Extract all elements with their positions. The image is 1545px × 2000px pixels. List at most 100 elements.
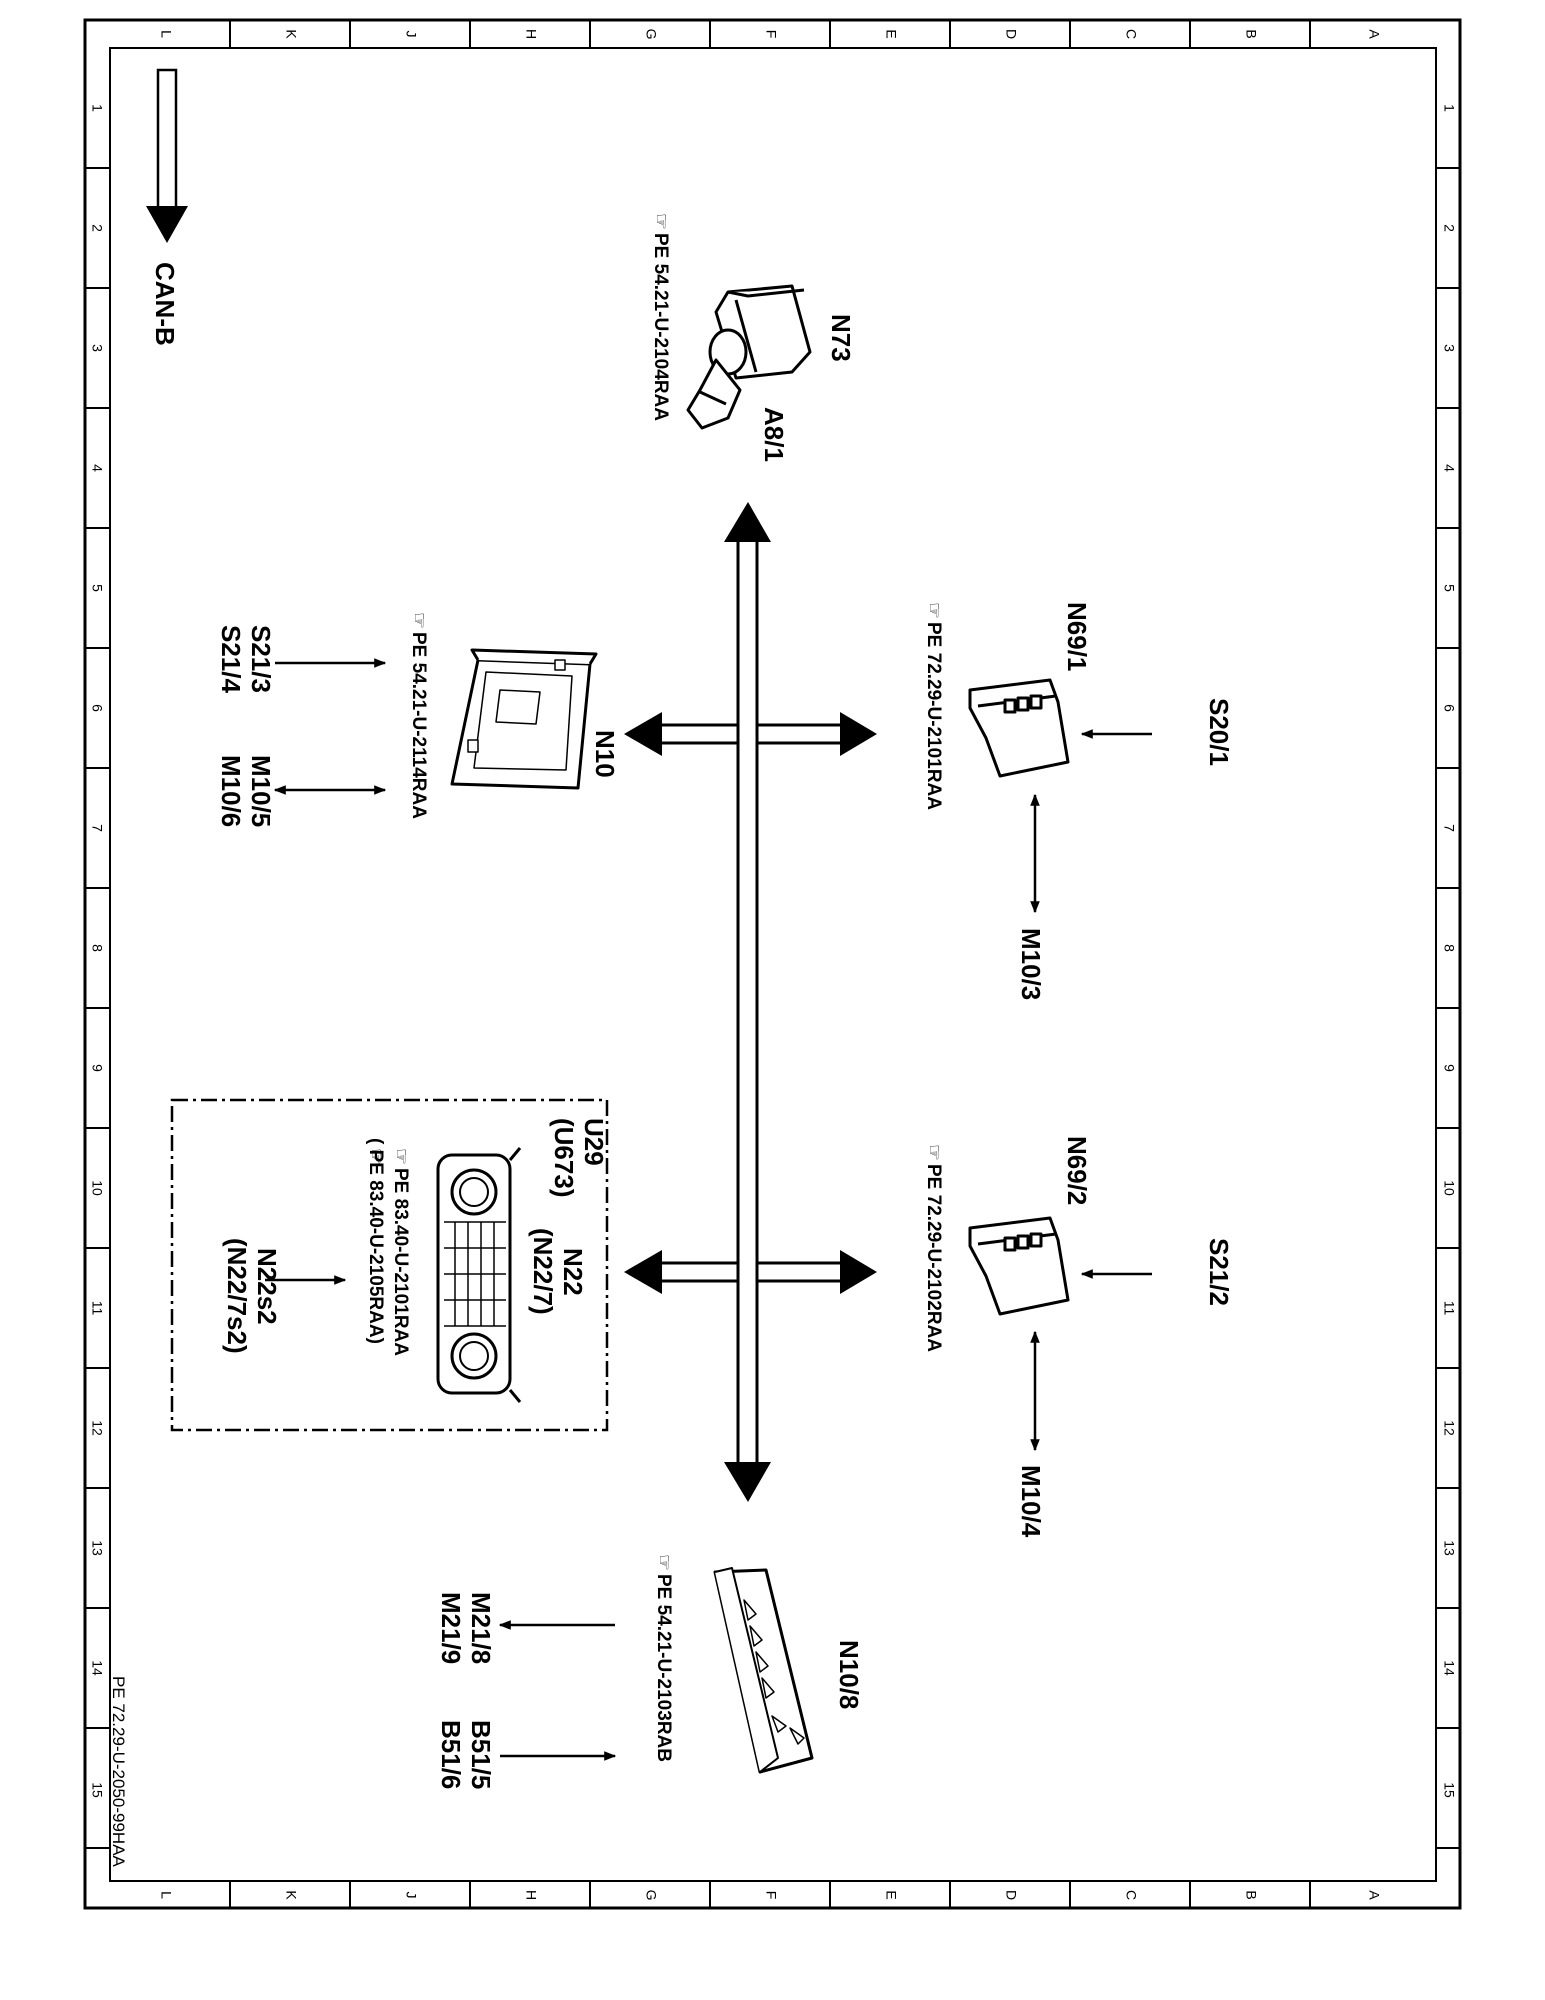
grid-number: 13 [89,1540,105,1556]
n22-7-label: (N22/7) [528,1228,558,1315]
grid-letter: C [1123,29,1139,39]
grid-number: 8 [1441,944,1457,952]
n10-8-module-icon [713,1567,814,1774]
grid-number: 9 [1441,1064,1457,1072]
n22-climate-control-panel-icon [436,1147,522,1403]
n69-2-door-module-icon [968,1216,1070,1316]
grid-letter: H [523,1890,539,1900]
n22-label: N22 [558,1248,588,1296]
grid-number: 9 [89,1064,105,1072]
n22-7s2-label: (N22/7s2) [222,1238,252,1354]
grid-letter: F [763,1891,779,1900]
pointing-hand-icon: ☞ [650,213,671,230]
grid-letter: E [883,29,899,38]
grid-letter: B [1243,1890,1259,1899]
grid-number: 12 [89,1420,105,1436]
grid-number: 14 [1441,1660,1457,1676]
m10-5-label: M10/5 [246,755,276,827]
grid-numbers-right: 1 2 3 4 5 6 7 8 9 10 11 12 13 14 15 [1441,104,1457,1798]
s21-2-label: S21/2 [1204,1238,1234,1306]
n10-reference: PE 54.21-U-2114RAA [408,632,429,819]
n73-ignition-switch-icon [686,284,812,430]
grid-number: 14 [89,1660,105,1676]
grid-letter: G [643,29,659,40]
m10-3-label: M10/3 [1016,928,1046,1000]
grid-number: 11 [1441,1301,1457,1316]
n22-reference: PE 83.40-U-2101RAA [390,1168,411,1356]
grid-letters-top: L K J H G F E D C B A [158,29,1382,40]
grid-letter: A [1366,29,1382,39]
grid-letter: D [1003,29,1019,39]
grid-letter: A [1366,1890,1382,1900]
inner-frame [109,47,1437,1882]
n22s2-label: N22s2 [252,1248,282,1325]
m21-9-label: M21/9 [436,1592,466,1664]
grid-number: 6 [89,704,105,712]
grid-number: 11 [89,1301,105,1316]
n69-2-reference: PE 72.29-U-2102RAA [923,1164,944,1352]
grid-number: 2 [1441,224,1457,232]
grid-number: 1 [1441,104,1457,112]
grid-number: 1 [89,104,105,112]
n73-reference: PE 54.21-U-2104RAA [650,233,671,421]
pointing-hand-icon: ☞ [923,602,944,619]
grid-number: 2 [89,224,105,232]
s21-3-label: S21/3 [246,625,276,693]
grid-letter: K [283,1890,299,1900]
can-bus-arrowheads [624,502,877,1502]
grid-letter: K [283,29,299,39]
can-bus [662,542,840,1462]
n10-sam-module-icon [450,648,598,790]
document-id: PE 72.29-U-2050-99HAA [109,1676,128,1868]
pointing-hand-icon: ☞ [365,1148,386,1165]
grid-number: 15 [1441,1782,1457,1798]
grid-numbers-left: 1 2 3 4 5 6 7 8 9 10 11 12 13 14 15 [89,104,105,1798]
can-b-label: CAN-B [150,262,180,346]
n69-1-label: N69/1 [1062,602,1092,671]
grid-number: 8 [89,944,105,952]
grid-letter: C [1123,1890,1139,1900]
a8-1-label: A8/1 [759,407,789,462]
m10-4-label: M10/4 [1016,1465,1046,1538]
grid-number: 13 [1441,1540,1457,1556]
n69-1-door-module-icon [968,678,1070,778]
grid-letter: G [643,1890,659,1901]
grid-letter: J [403,1892,419,1899]
grid-letter: B [1243,29,1259,38]
grid-number: 6 [1441,704,1457,712]
pointing-hand-icon: ☞ [923,1144,944,1161]
s21-4-label: S21/4 [216,625,246,693]
m10-6-label: M10/6 [216,755,246,827]
b51-6-label: B51/6 [436,1720,466,1789]
n69-2-label: N69/2 [1062,1136,1092,1205]
grid-number: 12 [1441,1420,1457,1436]
grid-number: 3 [89,344,105,352]
grid-letter: D [1003,1890,1019,1900]
b51-5-label: B51/5 [466,1720,496,1789]
grid-ticks [85,20,1460,1908]
grid-number: 4 [89,464,105,472]
n10-8-label: N10/8 [834,1640,864,1709]
grid-number: 10 [1441,1180,1457,1196]
pointing-hand-icon: ☞ [653,1554,674,1571]
u29-label: U29 [579,1118,609,1166]
m21-8-label: M21/8 [466,1592,496,1664]
n22-alt-reference: ( PE 83.40-U-2105RAA) [365,1138,386,1344]
grid-number: 3 [1441,344,1457,352]
grid-number: 7 [1441,824,1457,832]
pointing-hand-icon: ☞ [390,1148,411,1165]
u29-group-box [170,1098,609,1432]
can-b-direction-arrow [146,68,188,243]
pointing-hand-icon: ☞ [408,612,429,629]
grid-number: 7 [89,824,105,832]
grid-number: 4 [1441,464,1457,472]
s20-1-label: S20/1 [1204,698,1234,766]
grid-number: 15 [89,1782,105,1798]
grid-number: 5 [1441,584,1457,592]
grid-letter: L [158,1891,174,1899]
grid-letter: L [158,30,174,38]
n10-8-reference: PE 54.21-U-2103RAB [653,1574,674,1762]
grid-letters-bottom: L K J H G F E D C B A [158,1890,1382,1901]
grid-number: 5 [89,584,105,592]
